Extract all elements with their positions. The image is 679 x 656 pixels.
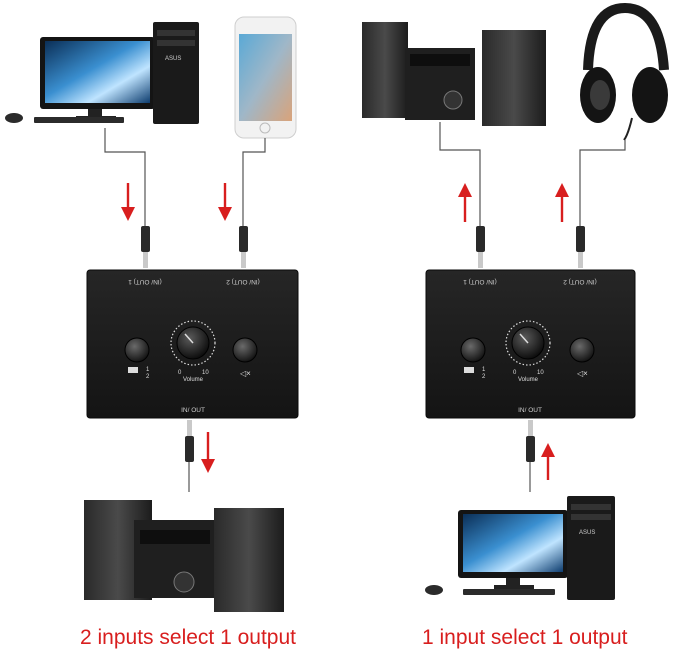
- arrow-down-output-left: [201, 432, 215, 473]
- jack-bottom-left: [185, 420, 194, 462]
- jack-top-right-2: [576, 226, 585, 268]
- mute-icon: ◁×: [240, 369, 251, 378]
- mouse: [425, 585, 443, 595]
- volume-dial-ring: [505, 320, 551, 366]
- monitor-screen: [463, 514, 563, 572]
- arrow-down-input-1: [121, 183, 135, 221]
- headphones: [580, 2, 669, 141]
- audio-jacks: [141, 226, 585, 462]
- mute-button[interactable]: [569, 337, 595, 363]
- port-label-2: (IN/ OUT) 2: [226, 278, 260, 285]
- desktop-pc-top-left: ASUS: [5, 22, 199, 124]
- monitor-screen: [45, 41, 150, 103]
- tower-brand-label: ASUS: [579, 530, 595, 536]
- stereo-system-top: [362, 22, 546, 126]
- bottom-port-label: IN/ OUT: [518, 407, 542, 414]
- arrow-up-output-1: [458, 183, 472, 222]
- dial-label: Volume: [518, 377, 539, 383]
- cables-bottom: [188, 460, 531, 492]
- jack-bottom-right: [526, 420, 535, 462]
- selector-label-2: 2: [146, 374, 150, 380]
- smartphone: [234, 16, 297, 139]
- port-label-1: (IN/ OUT) 1: [128, 278, 162, 285]
- caption-left: 2 inputs select 1 output: [80, 626, 296, 649]
- audio-switch-right: (IN/ OUT) 1 (IN/ OUT) 2 1 2 0 10 Volume …: [425, 269, 636, 419]
- arrow-up-input-right: [541, 443, 555, 480]
- port-label-1: (IN/ OUT) 1: [463, 278, 497, 285]
- tower-brand-label: ASUS: [165, 56, 181, 62]
- dial-min-label: 0: [513, 370, 517, 376]
- dial-min-label: 0: [178, 370, 182, 376]
- stereo-system-bottom: [84, 500, 284, 612]
- phone-screen: [239, 34, 292, 121]
- keyboard: [34, 117, 124, 123]
- home-button: [259, 122, 271, 134]
- selector-label-2: 2: [482, 374, 486, 380]
- selector-button[interactable]: [124, 337, 150, 363]
- pc-tower: [153, 22, 199, 124]
- keyboard: [463, 589, 555, 595]
- dial-label: Volume: [183, 377, 204, 383]
- selector-button[interactable]: [460, 337, 486, 363]
- jack-top-left-2: [239, 226, 248, 268]
- selector-label-1: 1: [146, 367, 150, 373]
- arrow-up-output-2: [555, 183, 569, 222]
- selector-label-1: 1: [482, 367, 486, 373]
- dial-max-label: 10: [202, 370, 209, 376]
- bottom-port-label: IN/ OUT: [181, 407, 205, 414]
- selector-icon: [464, 367, 474, 373]
- desktop-pc-bottom-right: ASUS: [425, 496, 615, 600]
- pc-tower: [567, 496, 615, 600]
- port-label-2: (IN/ OUT) 2: [563, 278, 597, 285]
- jack-top-right-1: [476, 226, 485, 268]
- mute-button[interactable]: [232, 337, 258, 363]
- speaker-right: [482, 30, 546, 126]
- arrow-down-input-2: [218, 183, 232, 221]
- ear-cup-right: [632, 67, 668, 123]
- caption-right: 1 input select 1 output: [422, 626, 628, 649]
- volume-dial-ring: [170, 320, 216, 366]
- cables-top: [104, 122, 626, 226]
- signal-arrows: [121, 183, 569, 480]
- selector-icon: [128, 367, 138, 373]
- mute-icon: ◁×: [577, 369, 588, 378]
- mouse: [5, 113, 23, 123]
- speaker-left: [362, 22, 408, 118]
- speaker-right: [214, 508, 284, 612]
- audio-switch-left: (IN/ OUT) 1 (IN/ OUT) 2 1 2 0 10 Volume …: [86, 269, 299, 419]
- jack-top-left-1: [141, 226, 150, 268]
- dial-max-label: 10: [537, 370, 544, 376]
